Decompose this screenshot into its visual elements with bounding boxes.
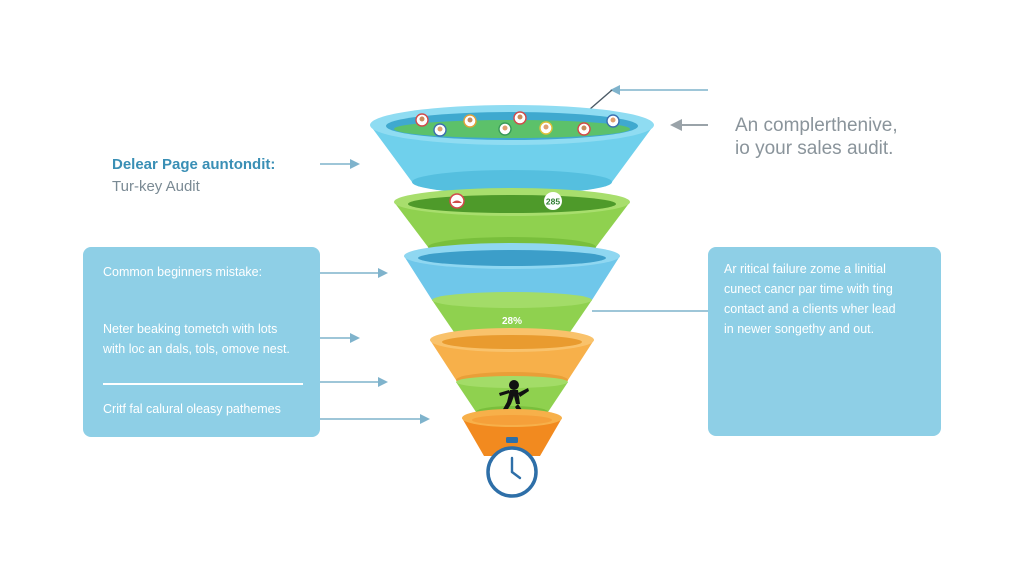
- right-heading-line-2: io your sales audit.: [735, 138, 894, 159]
- left-info-panel: Common beginners mistake: Neter beaking …: [83, 247, 320, 437]
- stopwatch-icon: [486, 437, 538, 498]
- person-icon: [539, 121, 553, 135]
- panel-divider: [103, 383, 303, 385]
- red-badge-icon: [449, 193, 465, 209]
- stage-2-badge: [544, 192, 562, 210]
- panel-item-2-line-1: Neter beaking tometch with lots: [103, 322, 278, 336]
- people-icons: [415, 111, 620, 137]
- person-icon: [498, 122, 512, 136]
- person-icon: [433, 123, 447, 137]
- left-subtitle: Tur-key Audit: [112, 178, 200, 195]
- right-panel-line-2: cunect cancr par time with ting: [724, 282, 893, 296]
- right-panel-line-3: contact and a clients wher lead: [724, 302, 896, 316]
- stage-2-badge-label: 285: [546, 197, 560, 207]
- panel-item-beginners-mistake: Common beginners mistake:: [103, 265, 263, 279]
- person-icon: [606, 114, 620, 128]
- right-panel-line-4: in newer songethy and out.: [724, 322, 875, 336]
- person-icon: [463, 114, 477, 128]
- panel-item-2-line-2: with loc an dals, tols, omove nest.: [103, 342, 290, 356]
- funnel-stage-3: [404, 243, 620, 300]
- right-heading-line-1: An complerthenive,: [735, 115, 898, 136]
- person-icon: [415, 113, 429, 127]
- person-icon: [513, 111, 527, 125]
- left-title: Delear Page auntondit:: [112, 156, 276, 173]
- stage-4-label: 28%: [502, 316, 522, 327]
- right-panel-line-1: Ar ritical failure zome a linitial: [724, 262, 886, 276]
- right-info-panel: Ar ritical failure zome a linitial cunec…: [708, 247, 941, 436]
- panel-item-3: Critf fal calural oleasy pathemes: [103, 402, 281, 416]
- person-icon: [577, 122, 591, 136]
